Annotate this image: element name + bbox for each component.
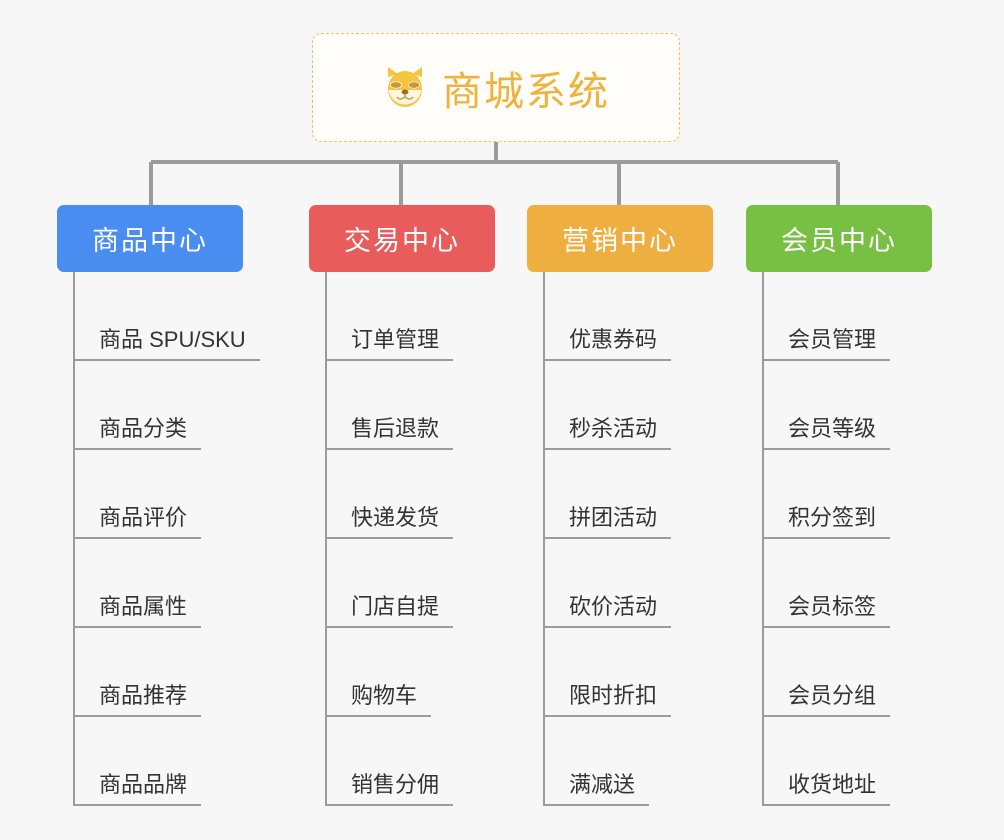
leaf-item[interactable]: 商品推荐: [73, 628, 260, 717]
leaf-item[interactable]: 购物车: [325, 628, 453, 717]
category-label: 交易中心: [344, 226, 460, 256]
leaf-item[interactable]: 满减送: [543, 717, 671, 806]
leaf-item-label: 会员等级: [762, 415, 891, 450]
leaf-item-label: 商品推荐: [73, 682, 202, 717]
leaf-item-label: 秒杀活动: [543, 415, 672, 450]
leaf-item-label: 会员分组: [762, 682, 891, 717]
leaf-item[interactable]: 砍价活动: [543, 539, 672, 628]
leaf-item-label: 积分签到: [762, 504, 891, 539]
shiba-dog-face-icon: [382, 65, 428, 111]
leaf-column-2: 订单管理售后退款快递发货门店自提购物车销售分佣: [325, 272, 454, 806]
leaf-item-label: 购物车: [325, 682, 432, 717]
leaf-item[interactable]: 商品分类: [73, 361, 260, 450]
leaf-item-label: 砍价活动: [543, 593, 672, 628]
leaf-item-label: 销售分佣: [325, 771, 454, 806]
leaf-item-label: 限时折扣: [543, 682, 672, 717]
leaf-item-label: 收货地址: [762, 771, 891, 806]
leaf-item[interactable]: 商品评价: [73, 450, 260, 539]
leaf-column-3: 优惠券码秒杀活动拼团活动砍价活动限时折扣满减送: [543, 272, 672, 806]
leaf-item-label: 会员管理: [762, 326, 891, 361]
leaf-spine: [543, 272, 545, 806]
leaf-item[interactable]: 积分签到: [762, 450, 891, 539]
leaf-column-1: 商品 SPU/SKU 商品分类商品评价商品属性商品推荐商品品牌: [73, 272, 260, 806]
leaf-item-label: 会员标签: [762, 593, 891, 628]
leaf-item[interactable]: 优惠券码: [543, 272, 672, 361]
leaf-spine: [73, 272, 75, 806]
leaf-item-label: 订单管理: [325, 326, 454, 361]
leaf-item-label: 拼团活动: [543, 504, 672, 539]
root-title: 商城系统: [442, 69, 610, 114]
leaf-item[interactable]: 商品品牌: [73, 717, 260, 806]
leaf-item[interactable]: 会员等级: [762, 361, 891, 450]
category-box-1[interactable]: 商品中心: [57, 205, 243, 272]
leaf-spine: [762, 272, 764, 806]
leaf-item[interactable]: 商品属性: [73, 539, 260, 628]
leaf-item[interactable]: 秒杀活动: [543, 361, 672, 450]
leaf-item[interactable]: 会员标签: [762, 539, 891, 628]
leaf-item[interactable]: 商品 SPU/SKU: [73, 272, 260, 361]
leaf-item[interactable]: 门店自提: [325, 539, 454, 628]
category-label: 会员中心: [781, 226, 897, 256]
leaf-item-label: 商品品牌: [73, 771, 202, 806]
category-box-2[interactable]: 交易中心: [309, 205, 495, 272]
leaf-item-label: 优惠券码: [543, 326, 672, 361]
leaf-item[interactable]: 限时折扣: [543, 628, 672, 717]
leaf-item[interactable]: 售后退款: [325, 361, 454, 450]
leaf-item-label: 门店自提: [325, 593, 454, 628]
leaf-item-label: 快递发货: [325, 504, 454, 539]
category-box-3[interactable]: 营销中心: [527, 205, 713, 272]
leaf-column-4: 会员管理会员等级积分签到会员标签会员分组收货地址: [762, 272, 891, 806]
leaf-item-label: 商品属性: [73, 593, 202, 628]
leaf-item-label: 商品 SPU/SKU: [73, 326, 260, 361]
leaf-item[interactable]: 订单管理: [325, 272, 454, 361]
category-box-4[interactable]: 会员中心: [746, 205, 932, 272]
category-label: 商品中心: [92, 226, 208, 256]
leaf-item-label: 售后退款: [325, 415, 454, 450]
leaf-item[interactable]: 会员分组: [762, 628, 891, 717]
category-label: 营销中心: [562, 226, 678, 256]
root-node[interactable]: 商城系统: [312, 33, 680, 142]
leaf-item-label: 商品分类: [73, 415, 202, 450]
leaf-item[interactable]: 销售分佣: [325, 717, 454, 806]
leaf-spine: [325, 272, 327, 806]
leaf-item[interactable]: 拼团活动: [543, 450, 672, 539]
leaf-item[interactable]: 收货地址: [762, 717, 891, 806]
leaf-item-label: 商品评价: [73, 504, 202, 539]
leaf-item-label: 满减送: [543, 771, 650, 806]
leaf-item[interactable]: 会员管理: [762, 272, 891, 361]
leaf-item[interactable]: 快递发货: [325, 450, 454, 539]
